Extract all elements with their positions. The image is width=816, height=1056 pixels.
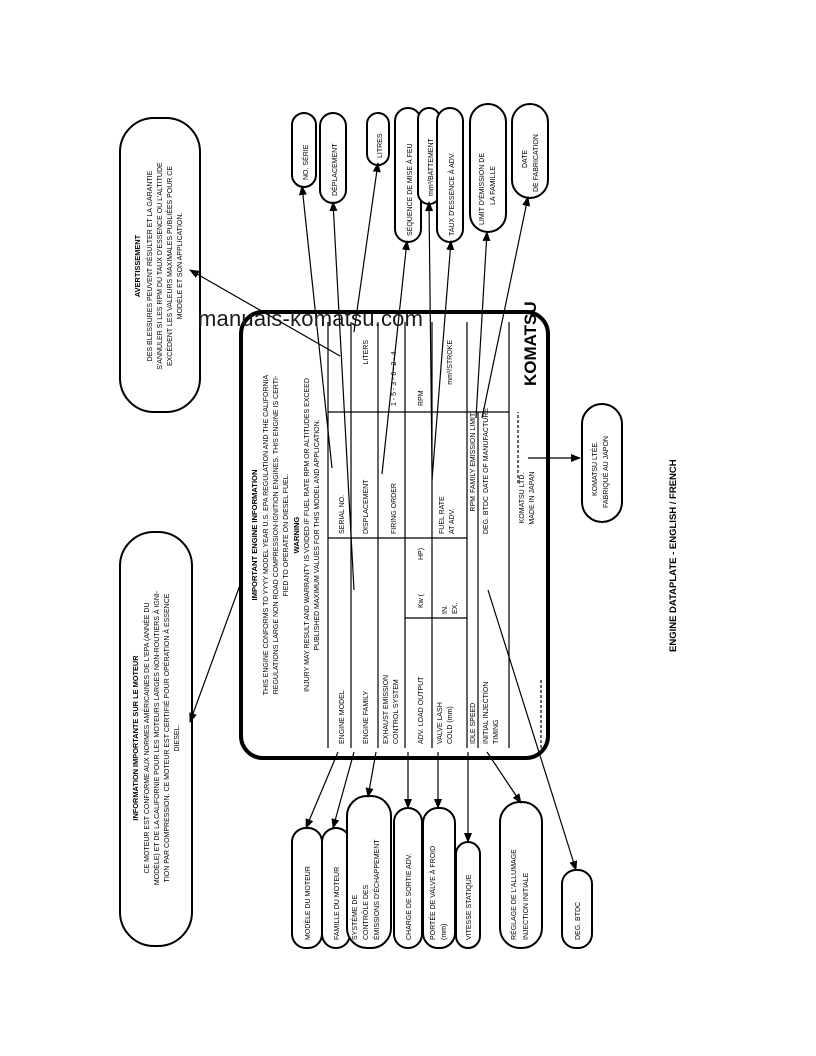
avert-line3: EXCÈDENT LES VALEURS MAXIMALES PUBLIÉES … (165, 166, 174, 366)
plate-valve-1: VALVE LASH (437, 702, 444, 744)
vitesse-label: VITESSE STATIQUE (466, 874, 473, 940)
plate-stroke: mm³/STROKE (447, 340, 454, 385)
dataplate: IMPORTANT ENGINE INFORMATION THIS ENGINE… (239, 301, 550, 760)
taux-essence-label: TAUX D'ESSENCE À ADV. (447, 152, 456, 236)
famille-label: FAMILLE DU MOTEUR (334, 867, 341, 940)
info-fr-line4: DIESEL. (174, 725, 181, 752)
watermark: manuals-komatsu.com (198, 306, 424, 331)
callout-information-importante: INFORMATION IMPORTANTE SUR LE MOTEUR CE … (119, 531, 193, 947)
komatsu-logo: KOMATSU (521, 301, 540, 386)
plate-serial-no: SERIAL NO. (339, 495, 346, 534)
plate-fuel-rate-2: AT ADV. (449, 508, 456, 534)
plate-liters: LITERS (363, 340, 370, 365)
limit-line2: LA FAMILLE (490, 166, 497, 205)
callout-limit-emission: LIMIT D'ÉMISSION DE LA FAMILLE (469, 103, 507, 233)
portee-line2: (mm) (441, 924, 448, 940)
komatsu-ltee-label: KOMATSU LTÉE. (590, 441, 599, 496)
callout-litres: LITRES (366, 112, 390, 166)
callout-deplacement: DÉPLACEMENT (319, 112, 347, 204)
plate-date-mfg: DATE OF MANUFACTURE (483, 408, 490, 493)
info-fr-line3: TION PAR COMPRESSION. CE MOTEUR EST CERT… (162, 593, 171, 882)
plate-warning-line2: PUBLISHED MAXIMUM VALUES FOR THIS MODEL … (314, 419, 321, 650)
plate-kw: Kw ( (418, 593, 425, 608)
callout-vitesse: VITESSE STATIQUE (455, 841, 481, 949)
plate-family-limit: FAMILY EMISSION LIMIT (470, 412, 477, 493)
callout-systeme: SYSTÈME DE CONTRÔLE DES ÉMISSIONS D'ÉCHA… (346, 795, 392, 949)
plate-firing-value: 1 - 5 - 3 - 6 - 2 - 4 (391, 351, 398, 406)
plate-valve-2: COLD (mm) (447, 706, 454, 744)
plate-info-line1: THIS ENGINE CONFORMS TO YYYY MODEL YEAR … (263, 374, 270, 695)
plate-adv-load: ADV. LOAD OUTPUT (418, 676, 425, 744)
callout-reglage: RÉGLAGE DE L'ALLUMAGE INJECTION INITIALE (499, 801, 543, 949)
callout-charge: CHARGE DE SORTIE ADV. (393, 807, 423, 949)
plate-deg-btdc: DEG. BTDC (483, 496, 490, 534)
plate-exhaust-1: EXHAUST EMISSION (383, 675, 390, 744)
callout-deg-btdc: DEG. BTDC (561, 869, 593, 949)
callout-komatsu-ltee: KOMATSU LTÉE. FABRIQUÉ AU JAPON (581, 403, 623, 523)
fabrique-label: FABRIQUÉ AU JAPON (601, 436, 610, 508)
avert-line1: DES BLESSURES PEUVENT RÉSULTER ET LA GAR… (145, 170, 154, 361)
systeme-line1: SYSTÈME DE (350, 895, 359, 940)
info-fr-line2: MODÈLE) ET DE LA CALIFORNIE POUR LES MOT… (152, 590, 161, 885)
plate-warning-title: WARNING (292, 517, 301, 554)
plate-init-inj-1: INITIAL INJECTION (483, 682, 490, 744)
plate-rpm: RPM (418, 390, 425, 406)
plate-displacement: DISPLACEMENT (363, 479, 370, 534)
plate-made-in-japan: MADE IN JAPAN (529, 471, 536, 524)
avert-line4: MODÈLE ET SON APPLICATION. (175, 213, 184, 320)
litres-label: LITRES (377, 133, 384, 158)
systeme-line3: ÉMISSIONS D'ÉCHAPPEMENT (372, 839, 381, 940)
callout-portee: PORTÉE DE VALVE À FROID (mm) (422, 807, 456, 949)
battement-label: mm³/BATTEMENT (428, 137, 435, 196)
callout-no-serie: NO. SÉRIE (291, 112, 317, 188)
plate-idle-speed: IDLE SPEED (470, 703, 477, 744)
deg-btdc-fr-label: DEG. BTDC (575, 902, 582, 940)
callout-date-fabrication: DATE DE FABRICATION (511, 103, 549, 199)
charge-label: CHARGE DE SORTIE ADV. (406, 853, 413, 940)
footer-title: ENGINE DATAPLATE - ENGLISH / FRENCH (668, 459, 679, 652)
reglage-line1: RÉGLAGE DE L'ALLUMAGE (509, 849, 518, 940)
plate-hp: HP) (418, 548, 425, 560)
deplacement-label: DÉPLACEMENT (330, 143, 339, 196)
plate-komatsu-ltd: KOMATSU LTD. (519, 473, 526, 524)
plate-in: IN. (442, 605, 449, 614)
plate-warning-line1: INJURY MAY RESULT AND WARRANTY IS VOIDED… (304, 378, 311, 692)
leader-lines (189, 162, 581, 871)
portee-line1: PORTÉE DE VALVE À FROID (428, 846, 437, 940)
plate-init-inj-2: TIMING (493, 720, 500, 745)
sequence-label: SÉQUENCE DE MISE À FEU (405, 143, 414, 236)
info-fr-title: INFORMATION IMPORTANTE SUR LE MOTEUR (131, 655, 140, 821)
plate-ex: EX. (452, 603, 459, 614)
plate-rpm2: RPM (470, 496, 477, 512)
date-line1: DATE (522, 150, 529, 168)
callout-taux-essence: TAUX D'ESSENCE À ADV. (436, 107, 464, 243)
reglage-line2: INJECTION INITIALE (523, 872, 530, 940)
callout-modele: MODÈLE DU MOTEUR (291, 827, 323, 949)
limit-line1: LIMIT D'ÉMISSION DE (477, 153, 486, 225)
modele-label: MODÈLE DU MOTEUR (303, 866, 312, 940)
callout-avertissement: AVERTISSEMENT DES BLESSURES PEUVENT RÉSU… (119, 117, 201, 413)
date-line2: DE FABRICATION (533, 134, 540, 192)
no-serie-label: NO. SÉRIE (301, 144, 310, 180)
plate-info-line3: FIED TO OPERATE ON DIESEL FUEL. (283, 473, 290, 596)
plate-info-title: IMPORTANT ENGINE INFORMATION (250, 470, 259, 601)
plate-engine-family: ENGINE FAMILY (363, 691, 370, 744)
plate-firing-order: FIRING ORDER (391, 483, 398, 534)
callout-famille: FAMILLE DU MOTEUR (321, 827, 351, 949)
plate-engine-model: ENGINE MODEL (339, 690, 346, 744)
avert-title: AVERTISSEMENT (133, 234, 142, 297)
plate-exhaust-2: CONTROL SYSTEM (393, 679, 400, 744)
systeme-line2: CONTRÔLE DES (361, 884, 370, 940)
plate-fuel-rate-1: FUEL RATE (439, 496, 446, 534)
avert-line2: S'ANNULER SI LES RPM DU TAUX D'ESSENCE O… (157, 162, 164, 370)
info-fr-line1: CE MOTEUR EST CONFORME AUX NORMES AMÉRIC… (142, 602, 151, 873)
plate-info-line2: REGULATIONS LARGE NON ROAD COMPRESSION-I… (273, 375, 280, 694)
